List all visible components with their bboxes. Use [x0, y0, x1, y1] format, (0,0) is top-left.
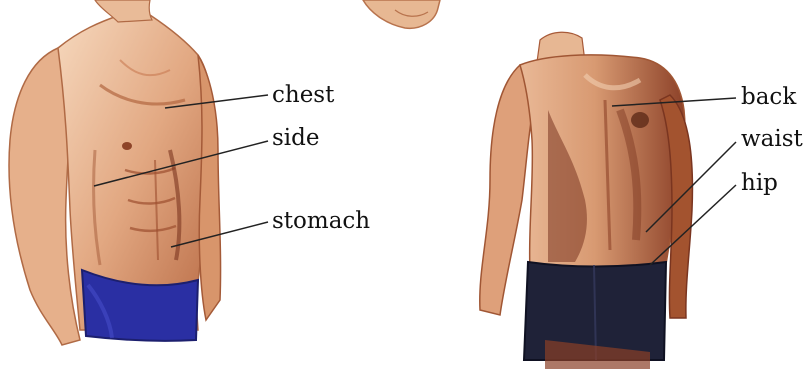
front-right-arm: [198, 55, 221, 320]
back-torso-figure: [480, 32, 693, 369]
label-back: back: [741, 86, 796, 109]
label-chest: chest: [272, 84, 334, 107]
front-torso-figure: [9, 0, 221, 345]
label-waist: waist: [741, 128, 803, 151]
hand-fragment: [363, 0, 440, 28]
label-stomach: stomach: [272, 210, 370, 233]
label-side: side: [272, 127, 320, 150]
label-hip: hip: [741, 172, 778, 195]
